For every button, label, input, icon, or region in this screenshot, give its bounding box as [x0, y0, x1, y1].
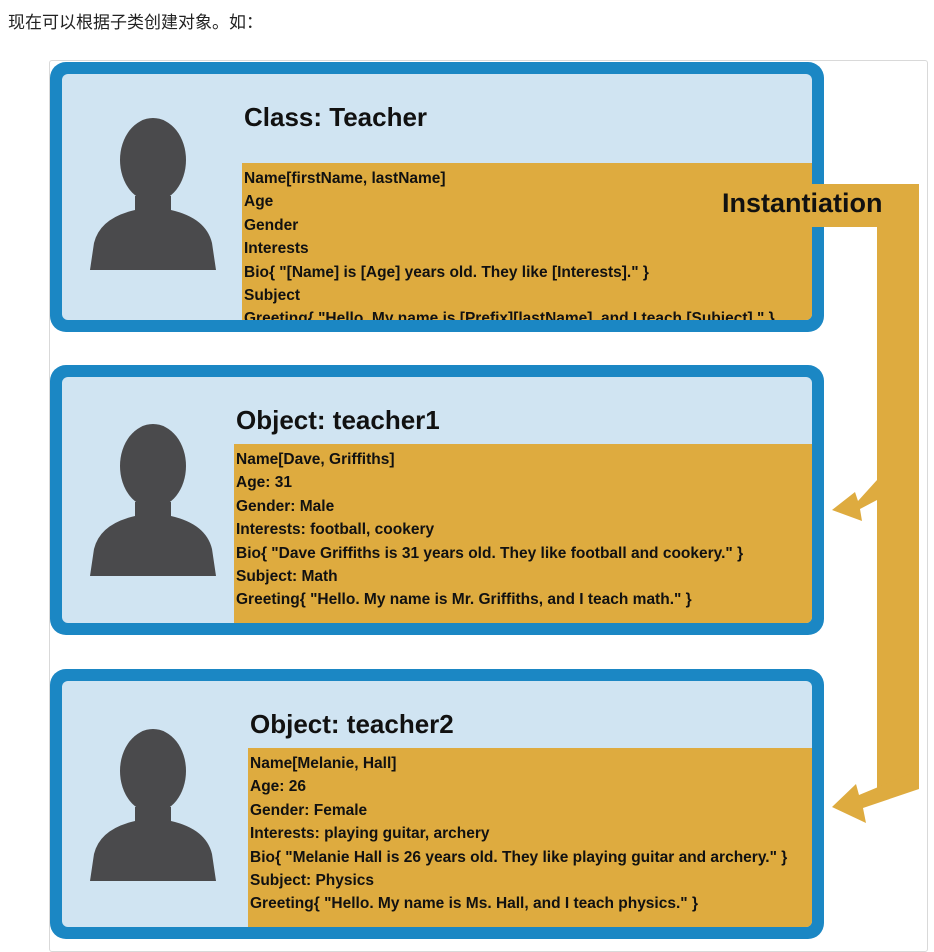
- object-property: Name[Melanie, Hall]: [250, 755, 397, 772]
- object-property: Gender: Female: [250, 801, 368, 819]
- object-property: Bio{ "Melanie Hall is 26 years old. They…: [250, 848, 788, 866]
- object-card-panel: Object: teacher2 Name[Melanie, Hall] Age…: [62, 681, 812, 927]
- object-properties: Name[Melanie, Hall] Age: 26 Gender: Fema…: [248, 748, 812, 927]
- object-property: Bio{ "Dave Griffiths is 31 years old. Th…: [236, 544, 744, 562]
- object-property: Greeting{ "Hello. My name is Mr. Griffit…: [236, 591, 692, 609]
- class-title: Class: Teacher: [244, 102, 428, 132]
- object-property: Greeting{ "Hello. My name is Ms. Hall, a…: [250, 895, 698, 913]
- person-silhouette-icon: [90, 424, 216, 576]
- person-silhouette-icon: [90, 729, 216, 881]
- instantiation-label: Instantiation: [722, 188, 883, 218]
- person-silhouette-icon: [90, 118, 216, 270]
- object-property: Interests: playing guitar, archery: [250, 825, 490, 843]
- intro-text: 现在可以根据子类创建对象。如：: [8, 13, 263, 33]
- class-property: Greeting{ "Hello. My name is [Prefix][la…: [244, 310, 775, 320]
- class-properties: Name[firstName, lastName] Age Gender Int…: [242, 163, 812, 320]
- object-property: Age: 31: [236, 474, 292, 492]
- object-card-teacher2: Object: teacher2 Name[Melanie, Hall] Age…: [50, 669, 824, 939]
- class-property: Interests: [244, 240, 309, 258]
- object-property: Subject: Math: [236, 568, 338, 586]
- class-property: Gender: [244, 216, 299, 234]
- class-property: Bio{ "[Name] is [Age] years old. They li…: [244, 263, 649, 281]
- class-property: Subject: [244, 287, 300, 305]
- class-property: Age: [244, 193, 274, 211]
- object-card-panel: Object: teacher1 Name[Dave, Griffiths] A…: [62, 377, 812, 623]
- object-card-teacher1: Object: teacher1 Name[Dave, Griffiths] A…: [50, 365, 824, 635]
- object-property: Name[Dave, Griffiths]: [236, 451, 395, 468]
- object-property: Gender: Male: [236, 497, 335, 515]
- object-title: Object: teacher2: [250, 709, 454, 739]
- object-title: Object: teacher1: [236, 405, 440, 435]
- object-property: Subject: Physics: [250, 872, 375, 890]
- object-property: Interests: football, cookery: [236, 521, 435, 539]
- class-property: Name[firstName, lastName]: [244, 170, 446, 187]
- object-properties: Name[Dave, Griffiths] Age: 31 Gender: Ma…: [234, 444, 812, 623]
- class-card-panel: Class: Teacher Name[firstName, lastName]…: [62, 74, 812, 320]
- object-property: Age: 26: [250, 778, 306, 796]
- class-card: Class: Teacher Name[firstName, lastName]…: [50, 62, 824, 332]
